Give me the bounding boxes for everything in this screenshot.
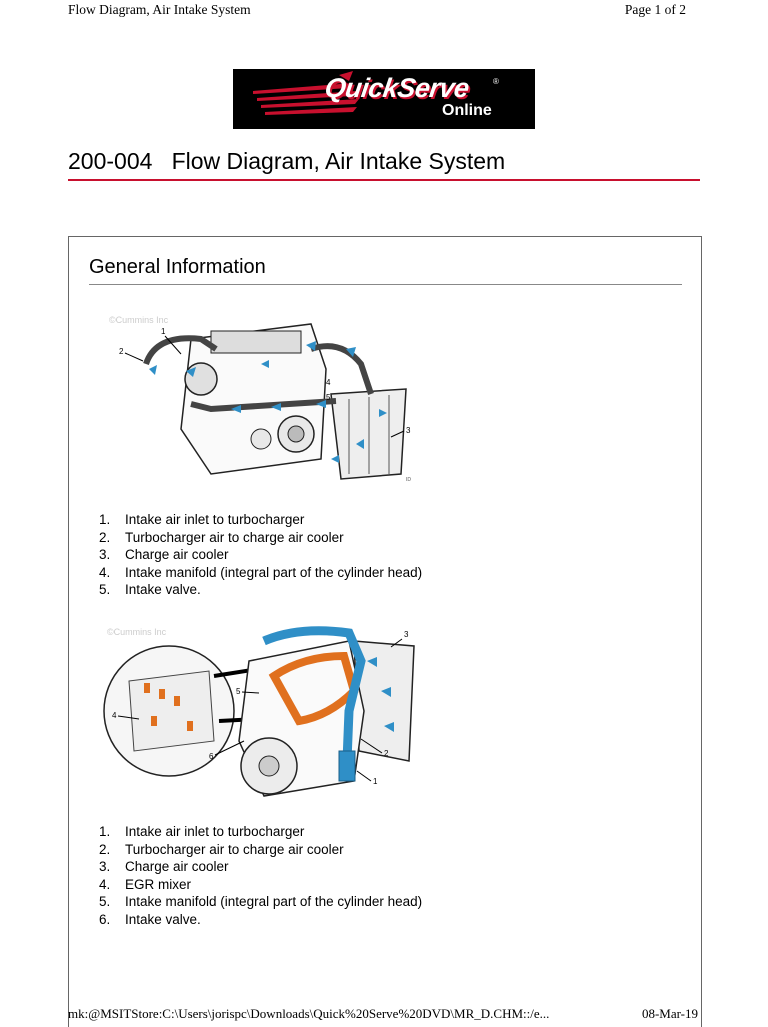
title-divider — [68, 179, 700, 181]
registered-mark: ® — [493, 77, 499, 86]
watermark-1: ©Cummins Inc — [109, 315, 169, 325]
list-item: 4.Intake manifold (integral part of the … — [99, 564, 423, 580]
print-date: 08-Mar-19 — [641, 1006, 698, 1021]
callout-1: 1 — [161, 327, 166, 336]
content-box: General Information ©Cummins Inc — [68, 236, 702, 1027]
logo-subtitle: Online — [442, 102, 492, 119]
list-item: 3.Charge air cooler — [99, 859, 229, 875]
callout-2: 2 — [384, 749, 389, 758]
section-divider — [89, 284, 682, 285]
callout-5: 5 — [326, 393, 331, 402]
callout-5: 5 — [236, 687, 241, 696]
speed-stripes-icon — [253, 71, 359, 115]
quickserve-logo: QuickServe ® Online — [233, 69, 535, 129]
figure2-legend: 1.Intake air inlet to turbocharger 2.Tur… — [99, 823, 422, 929]
callout-4: 4 — [112, 711, 117, 720]
list-item: 1.Intake air inlet to turbocharger — [99, 512, 305, 527]
engine-diagram-1: ©Cummins Inc — [109, 315, 411, 483]
figure1-legend: 1.Intake air inlet to turbocharger 2.Tur… — [99, 511, 422, 599]
callout-4: 4 — [326, 378, 331, 387]
callout-3: 3 — [404, 630, 409, 639]
list-item: 2.Turbocharger air to charge air cooler — [99, 529, 344, 545]
callout-1: 1 — [373, 777, 378, 786]
list-item: 1.Intake air inlet to turbocharger — [99, 824, 305, 839]
list-item: 3.Charge air cooler — [99, 547, 229, 563]
logo-wordmark: QuickServe — [322, 73, 471, 103]
list-item: 6.Intake valve. — [99, 911, 201, 927]
callout-3: 3 — [406, 426, 411, 435]
callout-2: 2 — [119, 347, 124, 356]
list-item: 4.EGR mixer — [99, 876, 192, 892]
list-item: 5.Intake valve. — [99, 582, 201, 598]
section-heading: General Information — [89, 256, 266, 278]
watermark-2: ©Cummins Inc — [107, 627, 167, 637]
page-number: Page 1 of 2 — [624, 2, 686, 17]
list-item: 5.Intake manifold (integral part of the … — [99, 894, 423, 910]
engine-diagram-2: ©Cummins Inc 1 — [103, 626, 415, 797]
source-path: mk:@MSITStore:C:\Users\jorispc\Downloads… — [68, 1006, 550, 1021]
page-title: 200-004 Flow Diagram, Air Intake System — [68, 148, 506, 174]
list-item: 2.Turbocharger air to charge air cooler — [99, 841, 344, 857]
callout-6: 6 — [209, 752, 214, 761]
svg-text:ID: ID — [406, 477, 411, 483]
header-title: Flow Diagram, Air Intake System — [68, 2, 251, 17]
